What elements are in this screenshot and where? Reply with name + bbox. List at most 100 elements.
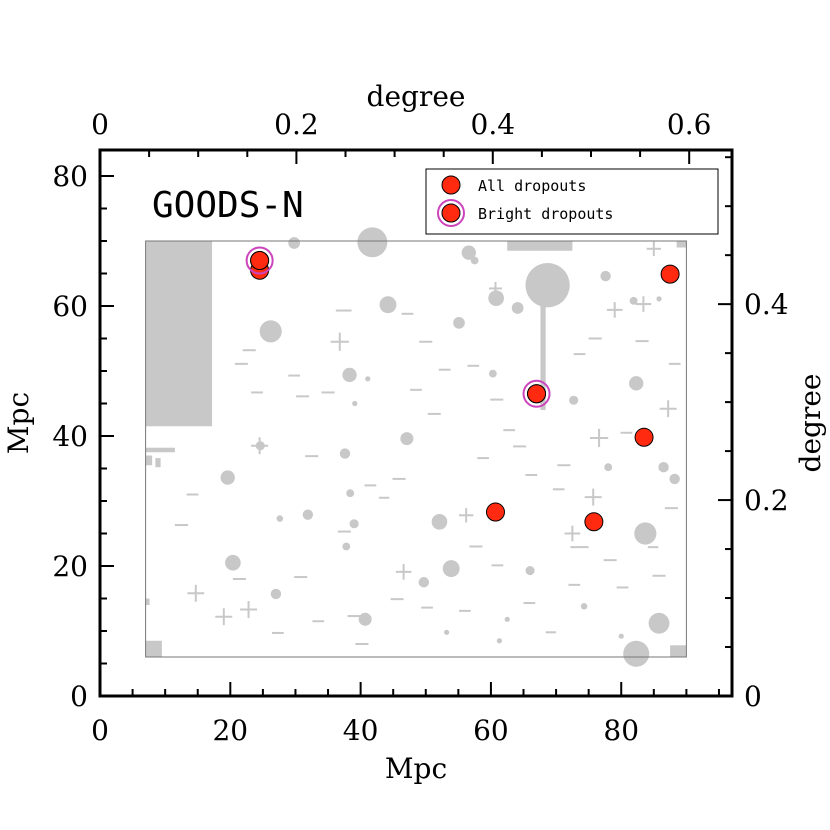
- mask-circle: [580, 603, 588, 610]
- top-tick-label: 0.6: [667, 108, 712, 141]
- mask-circle: [342, 542, 351, 551]
- mask-circle: [504, 616, 510, 622]
- y-tick-label: 40: [52, 420, 88, 453]
- mask-circle: [511, 302, 524, 314]
- right-tick-label: 0.4: [744, 288, 789, 321]
- mask-circle: [259, 320, 282, 343]
- mask-circle: [358, 612, 372, 626]
- mask-circle: [270, 588, 282, 600]
- y-tick-label: 60: [52, 290, 88, 323]
- legend-label-all: All dropouts: [478, 177, 586, 195]
- mask-circle: [488, 290, 504, 307]
- mask-circle: [342, 367, 357, 383]
- mask-circle: [629, 376, 644, 391]
- mask-circle: [288, 237, 301, 249]
- mask-circle: [276, 515, 284, 522]
- mask-circle: [461, 245, 476, 260]
- legend-box: [425, 168, 719, 235]
- mask-circle: [418, 577, 430, 588]
- mask-circle: [352, 400, 358, 407]
- plot-frame: [98, 148, 734, 698]
- mask-rect: [145, 364, 150, 371]
- mask-circle: [569, 395, 579, 405]
- legend-ring-bright: [437, 199, 465, 227]
- y-tick-label: 0: [70, 680, 88, 713]
- mask-rect: [155, 458, 161, 468]
- mask-circle: [623, 640, 650, 667]
- dropout-point: [584, 512, 604, 532]
- bright-dropout-ring: [522, 379, 551, 408]
- top-tick-label: 0: [91, 108, 109, 141]
- mask-circle: [496, 638, 503, 644]
- mask-circle: [339, 448, 351, 459]
- top-tick-label: 0.4: [471, 108, 516, 141]
- mask-circle: [453, 317, 465, 329]
- x-tick-label: 60: [473, 714, 509, 747]
- mask-rect: [145, 241, 213, 427]
- mask-circle: [302, 509, 314, 520]
- masked-region-layer: [145, 227, 687, 667]
- mask-circle: [634, 522, 657, 545]
- x-tick-label: 80: [603, 714, 639, 747]
- y-tick-label: 80: [52, 160, 88, 193]
- mask-rect: [540, 299, 546, 410]
- mask-circle: [669, 473, 680, 485]
- mask-rect: [507, 241, 573, 251]
- mask-circle: [618, 633, 624, 639]
- mask-circle: [379, 296, 397, 314]
- mask-circle: [629, 296, 638, 305]
- mask-circle: [648, 612, 670, 634]
- x-tick-label: 40: [343, 714, 379, 747]
- mask-circle: [525, 263, 570, 308]
- panel-title: GOODS-N: [152, 185, 304, 226]
- x-axis-title: Mpc: [385, 752, 447, 785]
- mask-circle: [225, 554, 241, 571]
- mask-rect: [145, 455, 153, 466]
- mask-circle: [431, 513, 448, 530]
- dropout-point: [485, 502, 505, 522]
- mask-circle: [400, 432, 414, 446]
- mask-circle: [525, 565, 535, 576]
- mask-circle: [470, 256, 479, 265]
- mask-circle: [656, 296, 662, 302]
- mask-circle: [600, 270, 611, 282]
- mask-rect: [145, 640, 162, 657]
- right-axis-title: degree: [794, 374, 827, 473]
- mask-circle: [442, 560, 460, 578]
- mask-circle: [488, 369, 497, 378]
- dropout-point: [634, 427, 654, 447]
- bright-dropout-ring: [245, 246, 274, 275]
- top-tick-label: 0.2: [274, 108, 319, 141]
- y-axis-title: Mpc: [2, 392, 35, 454]
- mask-circle: [444, 629, 450, 635]
- legend-marker-all: [441, 175, 461, 195]
- right-tick-label: 0.2: [744, 484, 789, 517]
- legend-marker-bright: [441, 203, 461, 223]
- bright-dropout-point: [527, 384, 547, 404]
- mask-rect: [145, 447, 175, 453]
- bright-dropout-point: [250, 251, 270, 270]
- mask-circle: [220, 470, 235, 485]
- right-tick-label: 0: [744, 680, 762, 713]
- mask-circle: [604, 463, 613, 472]
- x-tick-label: 0: [91, 714, 109, 747]
- mask-rect: [145, 598, 150, 605]
- legend-label-bright: Bright dropouts: [478, 205, 613, 223]
- y-tick-label: 20: [52, 550, 88, 583]
- mask-circle: [357, 227, 388, 258]
- mask-circle: [554, 292, 561, 300]
- mask-circle: [349, 519, 359, 529]
- top-axis-title: degree: [367, 80, 466, 113]
- x-tick-label: 20: [212, 714, 248, 747]
- mask-rect: [676, 241, 687, 248]
- mask-circle: [346, 489, 355, 498]
- mask-circle: [365, 376, 371, 382]
- dropout-point: [660, 264, 680, 284]
- mask-circle: [658, 461, 669, 473]
- legend: All dropouts Bright dropouts: [425, 168, 719, 235]
- points-layer: [245, 246, 680, 532]
- mask-rect: [670, 645, 687, 657]
- survey-field-outline: [145, 240, 687, 658]
